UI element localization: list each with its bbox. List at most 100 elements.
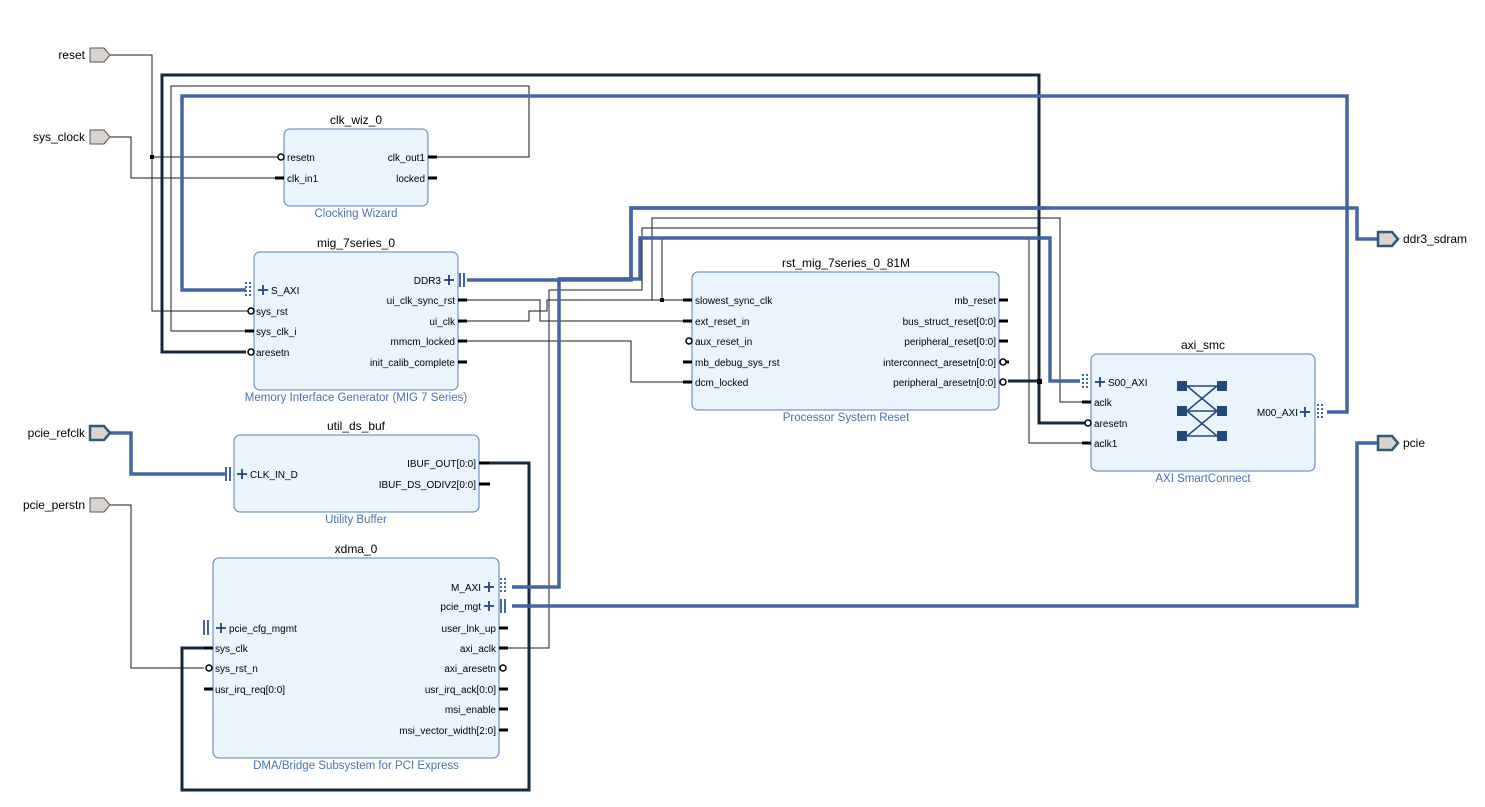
s-axi-bus-icon bbox=[245, 282, 268, 296]
block-axi-smc-type: AXI SmartConnect bbox=[1155, 473, 1251, 485]
pin-s00-axi[interactable]: S00_AXI bbox=[1108, 378, 1147, 389]
pin-aresetn[interactable]: aresetn bbox=[256, 348, 289, 359]
block-mig-name: mig_7series_0 bbox=[317, 236, 395, 250]
net-sys-clock[interactable] bbox=[110, 136, 278, 179]
port-pcie-refclk[interactable]: pcie_refclk bbox=[28, 424, 112, 442]
pin-msi-enable[interactable]: msi_enable bbox=[445, 705, 497, 716]
m-axi-bus-icon bbox=[484, 578, 506, 592]
block-util-ds-buf-type: Utility Buffer bbox=[325, 514, 387, 526]
block-axi-smc[interactable]: axi_smc AXI SmartConnect S00_AXI aclk ar… bbox=[1082, 338, 1323, 485]
ddr3-bus-icon bbox=[444, 273, 465, 287]
block-rst-type: Processor System Reset bbox=[783, 412, 910, 424]
pin-aclk1[interactable]: aclk1 bbox=[1094, 439, 1118, 450]
pin-bus-struct-reset[interactable]: bus_struct_reset[0:0] bbox=[903, 317, 997, 328]
pin-pcie-cfg-mgmt[interactable]: pcie_cfg_mgmt bbox=[229, 624, 297, 635]
pin-ddr3[interactable]: DDR3 bbox=[414, 276, 442, 287]
pin-mb-debug-sys-rst[interactable]: mb_debug_sys_rst bbox=[695, 358, 780, 369]
bus-ddr3[interactable] bbox=[467, 206, 1378, 282]
pin-mb-reset[interactable]: mb_reset bbox=[954, 296, 996, 307]
pin-m00-axi[interactable]: M00_AXI bbox=[1257, 408, 1298, 419]
block-axi-smc-name: axi_smc bbox=[1181, 338, 1225, 352]
block-xdma-name: xdma_0 bbox=[335, 542, 378, 556]
port-pcie-refclk-label: pcie_refclk bbox=[28, 426, 86, 440]
block-rst-name: rst_mig_7series_0_81M bbox=[782, 256, 910, 270]
net-mmcm-locked[interactable] bbox=[465, 340, 686, 383]
pin-aclk[interactable]: aclk bbox=[1094, 398, 1113, 409]
pin-axi-aresetn[interactable]: axi_aresetn bbox=[444, 664, 496, 675]
port-ddr3-sdram[interactable]: ddr3_sdram bbox=[1376, 230, 1467, 248]
bus-pcie-mgt[interactable] bbox=[512, 441, 1378, 608]
pin-sys-clk-i[interactable]: sys_clk_i bbox=[256, 327, 297, 338]
pcie-cfg-mgmt-bus-icon bbox=[203, 620, 226, 635]
bus-nets bbox=[110, 94, 1378, 608]
block-xdma[interactable]: xdma_0 DMA/Bridge Subsystem for PCI Expr… bbox=[203, 542, 508, 772]
m00-axi-bus-icon bbox=[1300, 404, 1323, 418]
port-pcie-label: pcie bbox=[1403, 436, 1425, 450]
port-pcie-perstn[interactable]: pcie_perstn bbox=[23, 497, 111, 513]
pin-m-axi[interactable]: M_AXI bbox=[451, 583, 481, 594]
net-ui-clk[interactable] bbox=[465, 299, 686, 322]
pin-sys-clk[interactable]: sys_clk bbox=[215, 644, 249, 655]
pin-clk-in1[interactable]: clk_in1 bbox=[287, 174, 319, 185]
net-peripheral-aresetn[interactable] bbox=[1008, 379, 1086, 425]
resetn-bubble bbox=[277, 153, 285, 161]
net-clk-out1[interactable] bbox=[170, 85, 530, 332]
pin-sys-rst[interactable]: sys_rst bbox=[256, 307, 288, 318]
block-clk-wiz[interactable]: clk_wiz_0 Clocking Wizard resetn clk_in1… bbox=[275, 113, 437, 220]
s00-axi-bus-icon bbox=[1082, 374, 1105, 388]
pin-user-lnk-up[interactable]: user_lnk_up bbox=[442, 624, 497, 635]
bus-pcie-refclk[interactable] bbox=[110, 431, 226, 476]
block-clk-wiz-type: Clocking Wizard bbox=[314, 208, 397, 220]
pin-mmcm-locked[interactable]: mmcm_locked bbox=[391, 337, 455, 348]
block-util-ds-buf[interactable]: util_ds_buf Utility Buffer CLK_IN_D IBUF… bbox=[225, 419, 490, 526]
pin-s-axi[interactable]: S_AXI bbox=[271, 286, 299, 297]
pin-ui-clk[interactable]: ui_clk bbox=[429, 317, 456, 328]
pin-usr-irq-req[interactable]: usr_irq_req[0:0] bbox=[215, 685, 285, 696]
port-reset-label: reset bbox=[58, 48, 85, 62]
pin-peripheral-aresetn[interactable]: peripheral_aresetn[0:0] bbox=[893, 378, 996, 389]
pin-pcie-mgt[interactable]: pcie_mgt bbox=[440, 602, 481, 613]
net-aresetn-loop[interactable] bbox=[160, 73, 1041, 381]
pin-init-calib-complete[interactable]: init_calib_complete bbox=[370, 358, 455, 369]
pin-clk-in-d[interactable]: CLK_IN_D bbox=[250, 470, 298, 481]
port-reset[interactable]: reset bbox=[58, 47, 111, 63]
pin-slowest-sync-clk[interactable]: slowest_sync_clk bbox=[695, 296, 773, 307]
pin-msi-vector-width[interactable]: msi_vector_width[2:0] bbox=[399, 726, 496, 737]
clk-in-d-bus-icon bbox=[225, 467, 247, 481]
block-clk-wiz-name: clk_wiz_0 bbox=[330, 113, 382, 127]
net-reset[interactable] bbox=[110, 54, 250, 312]
net-ibuf-out[interactable] bbox=[180, 461, 531, 792]
pin-aux-reset-in[interactable]: aux_reset_in bbox=[695, 337, 752, 348]
pin-dcm-locked[interactable]: dcm_locked bbox=[695, 378, 748, 389]
crossbar-icon bbox=[1177, 381, 1227, 441]
port-pcie-perstn-label: pcie_perstn bbox=[23, 498, 85, 512]
pin-interconnect-aresetn[interactable]: interconnect_aresetn[0:0] bbox=[883, 358, 996, 369]
bus-m00-axi[interactable] bbox=[180, 94, 1349, 414]
nets bbox=[110, 54, 1086, 792]
pin-peripheral-reset[interactable]: peripheral_reset[0:0] bbox=[904, 337, 996, 348]
pin-ibuf-out[interactable]: IBUF_OUT[0:0] bbox=[407, 459, 476, 470]
block-util-ds-buf-name: util_ds_buf bbox=[327, 419, 386, 433]
block-xdma-type: DMA/Bridge Subsystem for PCI Express bbox=[253, 760, 459, 772]
pin-usr-irq-ack[interactable]: usr_irq_ack[0:0] bbox=[425, 685, 496, 696]
pin-axi-aclk[interactable]: axi_aclk bbox=[460, 644, 497, 655]
pin-ui-clk-sync-rst[interactable]: ui_clk_sync_rst bbox=[387, 296, 456, 307]
pin-locked[interactable]: locked bbox=[396, 174, 425, 185]
net-pcie-perstn[interactable] bbox=[110, 504, 204, 669]
port-pcie[interactable]: pcie bbox=[1376, 434, 1425, 452]
port-ddr3-sdram-label: ddr3_sdram bbox=[1403, 232, 1467, 246]
pin-sys-rst-n[interactable]: sys_rst_n bbox=[215, 664, 258, 675]
pin-ext-reset-in[interactable]: ext_reset_in bbox=[695, 317, 749, 328]
block-rst[interactable]: rst_mig_7series_0_81M Processor System R… bbox=[683, 256, 1009, 424]
pin-ibuf-ds-odiv2[interactable]: IBUF_DS_ODIV2[0:0] bbox=[379, 480, 476, 491]
pin-resetn[interactable]: resetn bbox=[287, 153, 315, 164]
port-sys-clock[interactable]: sys_clock bbox=[33, 129, 111, 145]
net-ui-clk-aclk[interactable] bbox=[651, 217, 1086, 403]
block-mig[interactable]: mig_7series_0 Memory Interface Generator… bbox=[245, 236, 468, 404]
pin-clk-out1[interactable]: clk_out1 bbox=[388, 153, 426, 164]
pcie-mgt-bus-icon bbox=[484, 599, 506, 613]
net-ui-clk-sync-rst[interactable] bbox=[465, 299, 686, 322]
block-mig-type: Memory Interface Generator (MIG 7 Series… bbox=[245, 392, 468, 404]
pin-smc-aresetn[interactable]: aresetn bbox=[1094, 419, 1127, 430]
